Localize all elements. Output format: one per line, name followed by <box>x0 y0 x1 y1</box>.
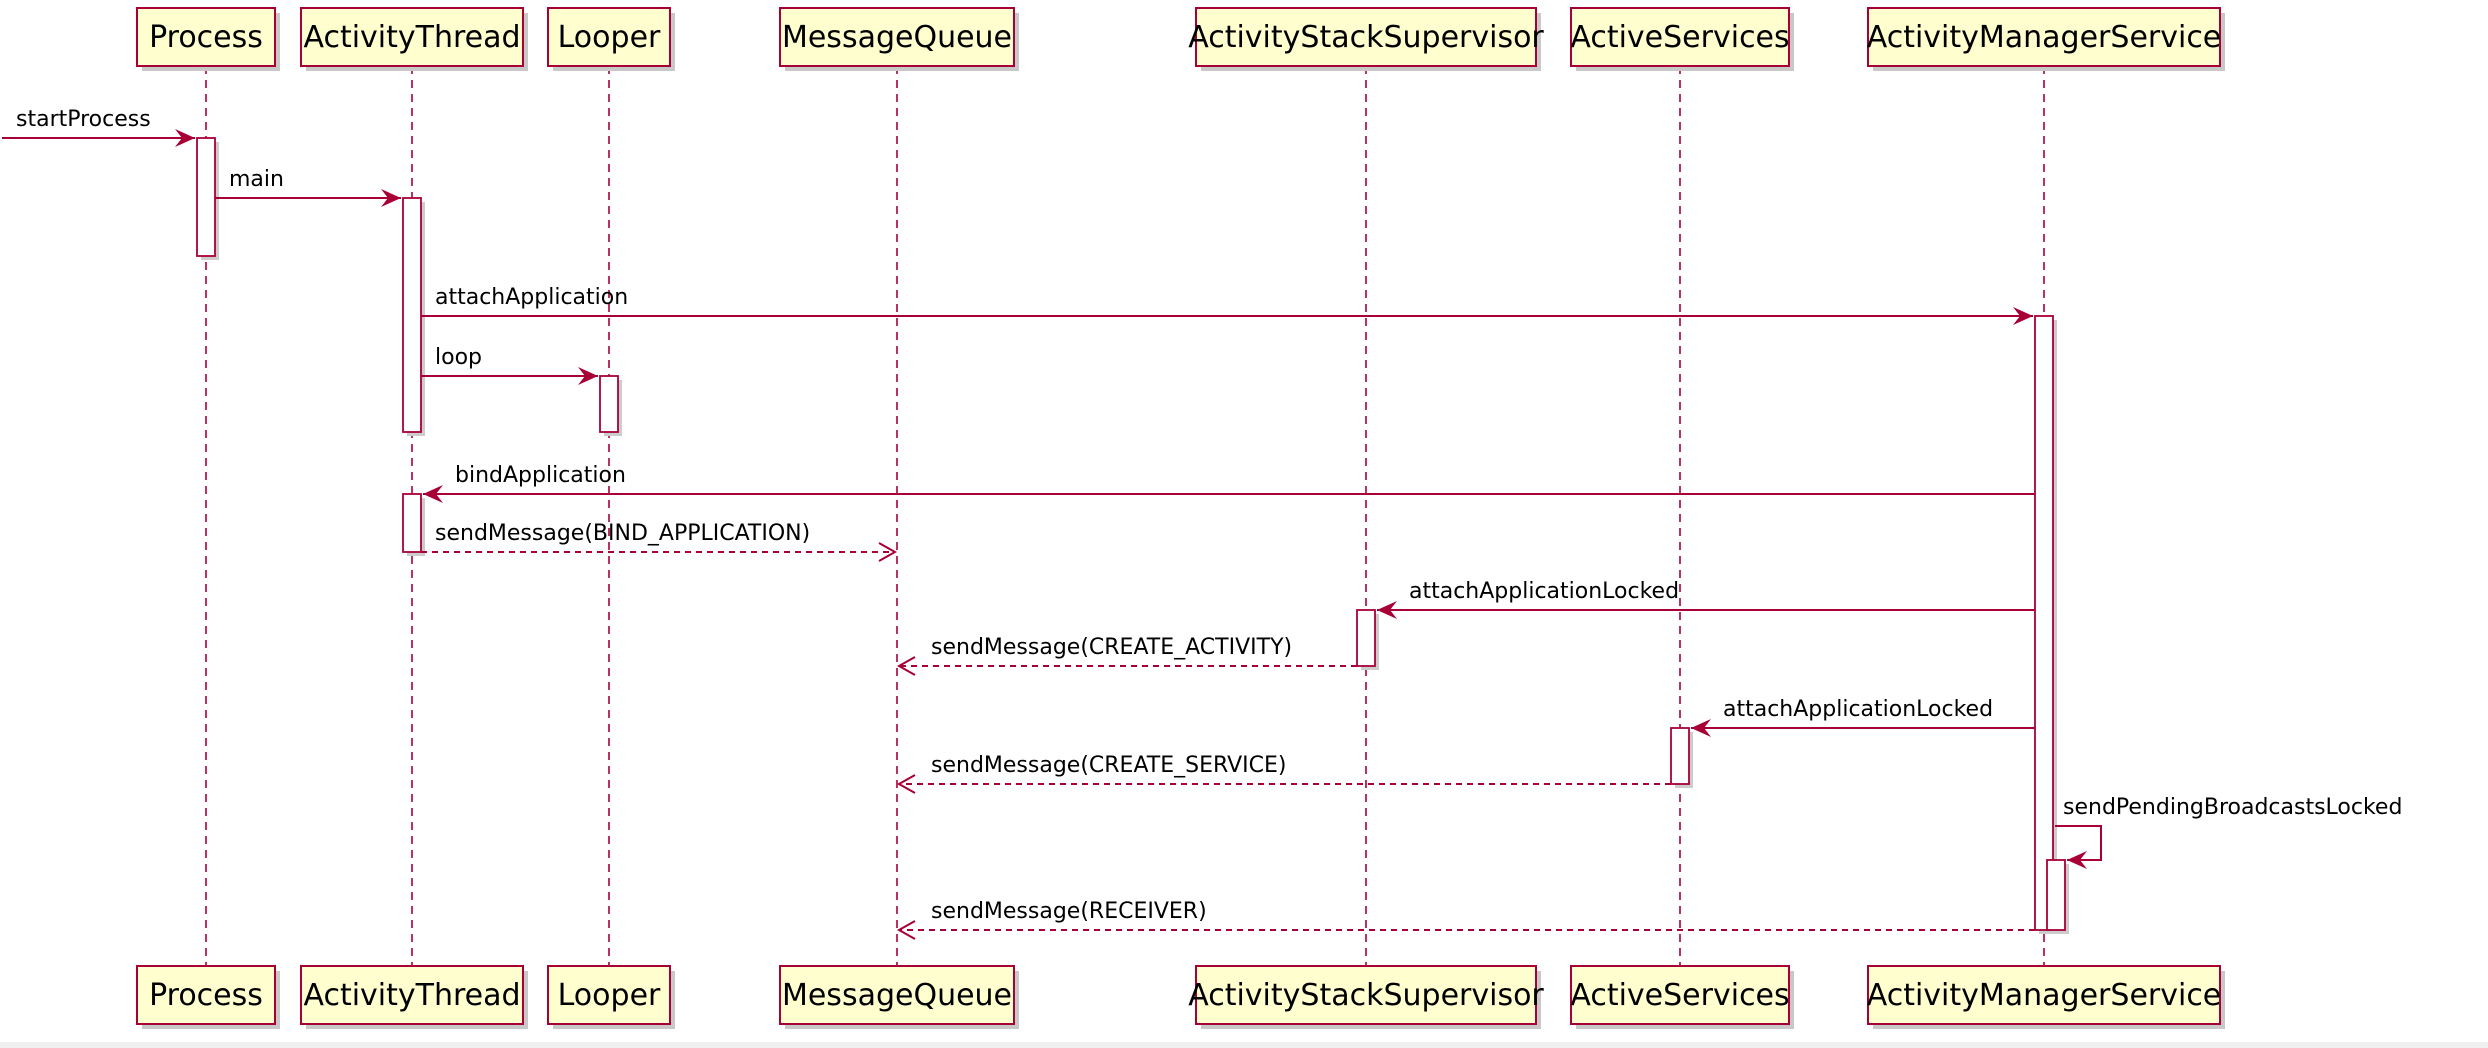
participant-activitythread-top: ActivityThread <box>300 7 528 71</box>
message-sendmessage-service: sendMessage(CREATE_SERVICE) <box>896 753 1671 794</box>
participant-label: ActivityManagerService <box>1867 978 2222 1013</box>
participant-activeservices-top: ActiveServices <box>1570 7 1794 71</box>
message-sendmessage-receiver: sendMessage(RECEIVER) <box>896 899 2035 940</box>
message-bindapplication: bindApplication <box>423 463 2035 503</box>
participant-messagequeue-bottom: MessageQueue <box>779 965 1019 1029</box>
participant-label: ActivityManagerService <box>1867 20 2222 55</box>
participant-activitymanagerservice-top: ActivityManagerService <box>1867 7 2225 71</box>
activation-activitymanagerservice <box>2034 315 2057 934</box>
participant-label: Looper <box>558 978 661 1013</box>
message-label: sendMessage(RECEIVER) <box>931 899 1207 924</box>
message-main: main <box>215 167 401 207</box>
participant-process-bottom: Process <box>136 965 280 1029</box>
participant-label: Process <box>149 20 263 55</box>
message-label: main <box>229 167 284 192</box>
activation-activeservices <box>1670 727 1693 788</box>
participant-label: MessageQueue <box>782 20 1012 55</box>
bottom-border <box>0 1042 2488 1048</box>
participant-activitystacksupervisor-top: ActivityStackSupervisor <box>1188 7 1544 71</box>
participant-label: ActivityStackSupervisor <box>1188 20 1544 55</box>
message-label: loop <box>435 345 482 370</box>
participant-label: ActivityThread <box>303 20 520 55</box>
participant-label: Process <box>149 978 263 1013</box>
message-attachapplicationlocked-2: attachApplicationLocked <box>1691 697 2035 737</box>
participant-label: ActivityStackSupervisor <box>1188 978 1544 1013</box>
activation-activitythread <box>402 197 425 436</box>
participant-activeservices-bottom: ActiveServices <box>1570 965 1794 1029</box>
participant-activitymanagerservice-bottom: ActivityManagerService <box>1867 965 2225 1029</box>
message-label: sendMessage(CREATE_SERVICE) <box>931 753 1286 778</box>
activation-activitymanagerservice <box>2046 859 2069 934</box>
message-attachapplicationlocked-1: attachApplicationLocked <box>1377 579 2035 619</box>
activation-activitystacksupervisor <box>1356 609 1379 670</box>
activation-looper <box>599 375 622 436</box>
participant-label: MessageQueue <box>782 978 1012 1013</box>
activation-activitythread <box>402 493 425 556</box>
participant-label: ActiveServices <box>1570 978 1789 1013</box>
message-sendmessage-bind: sendMessage(BIND_APPLICATION) <box>421 521 898 562</box>
message-label: sendMessage(CREATE_ACTIVITY) <box>931 635 1292 660</box>
participant-activitythread-bottom: ActivityThread <box>300 965 528 1029</box>
message-loop: loop <box>421 345 598 385</box>
activation-process <box>196 137 219 260</box>
message-label: attachApplicationLocked <box>1723 697 1993 722</box>
participant-looper-bottom: Looper <box>547 965 675 1029</box>
participant-label: ActiveServices <box>1570 20 1789 55</box>
message-label: bindApplication <box>455 463 626 488</box>
message-label: attachApplicationLocked <box>1409 579 1679 604</box>
participant-messagequeue-top: MessageQueue <box>779 7 1019 71</box>
participant-process-top: Process <box>136 7 280 71</box>
message-sendmessage-activity: sendMessage(CREATE_ACTIVITY) <box>896 635 1357 676</box>
participant-label: Looper <box>558 20 661 55</box>
participant-label: ActivityThread <box>303 978 520 1013</box>
participant-activitystacksupervisor-bottom: ActivityStackSupervisor <box>1188 965 1544 1029</box>
message-label: sendPendingBroadcastsLocked <box>2063 795 2402 820</box>
message-startprocess: startProcess <box>2 107 195 147</box>
participant-looper-top: Looper <box>547 7 675 71</box>
message-sendpendingbroadcasts: sendPendingBroadcastsLocked <box>2055 795 2402 869</box>
message-attachapplication: attachApplication <box>421 285 2033 325</box>
message-label: attachApplication <box>435 285 628 310</box>
message-label: startProcess <box>16 107 151 132</box>
message-label: sendMessage(BIND_APPLICATION) <box>435 521 810 546</box>
